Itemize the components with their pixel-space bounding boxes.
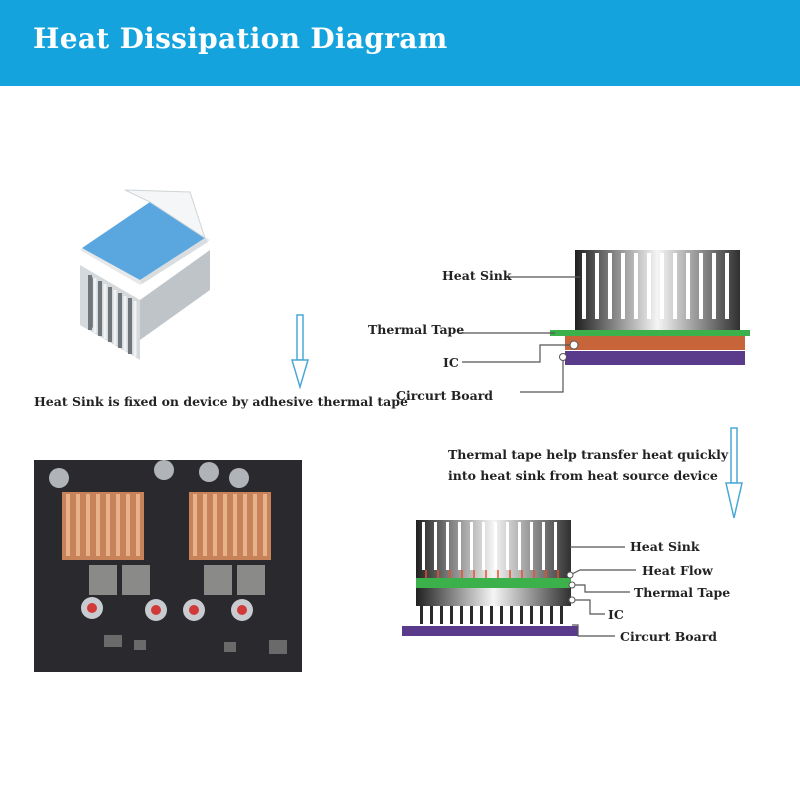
header-banner: Heat Dissipation Diagram <box>0 0 800 86</box>
heat-sink-product-image <box>80 189 210 360</box>
top-label-heat-sink: Heat Sink <box>442 268 512 283</box>
bottom-label-heat-sink: Heat Sink <box>630 539 700 554</box>
top-layer-diagram <box>550 250 750 365</box>
down-arrow-right-icon <box>725 427 743 519</box>
bottom-label-heat-flow: Heat Flow <box>642 563 713 578</box>
top-label-circuit-board: Circurt Board <box>396 388 494 403</box>
circuit-board-photo <box>34 460 302 672</box>
bottom-layer-diagram <box>402 520 578 636</box>
down-arrow-left-icon <box>290 314 310 390</box>
bottom-label-thermal-tape: Thermal Tape <box>634 585 731 600</box>
top-label-thermal-tape: Thermal Tape <box>368 322 465 337</box>
left-caption: Heat Sink is fixed on device by adhesive… <box>34 394 408 409</box>
page-title: Heat Dissipation Diagram <box>33 22 448 55</box>
bottom-label-ic: IC <box>608 607 624 622</box>
top-label-ic: IC <box>443 355 459 370</box>
right-caption-line2: into heat sink from heat source device <box>448 468 718 483</box>
right-caption-line1: Thermal tape help transfer heat quickly <box>448 447 729 462</box>
bottom-label-circuit-board: Circurt Board <box>620 629 718 644</box>
